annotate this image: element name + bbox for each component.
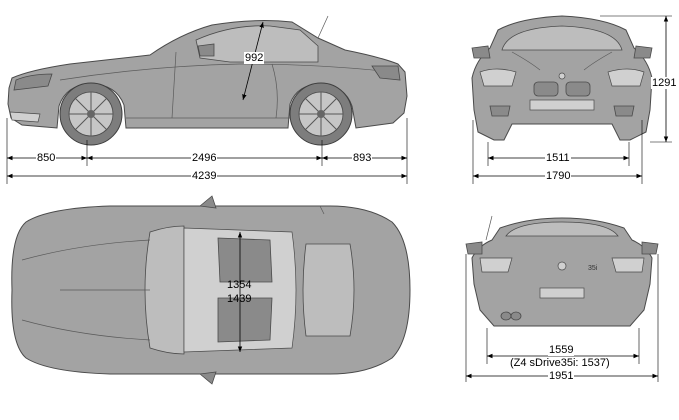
- rear-mirror-left: [465, 241, 483, 255]
- dim-label-interior-length-b: 1439: [227, 293, 252, 305]
- top-seat-right: [217, 297, 273, 343]
- top-hood-lines: [21, 239, 151, 341]
- front-view: [471, 15, 672, 184]
- dim-label-width-mirrors: 1951: [548, 370, 575, 382]
- side-mirror: [197, 43, 215, 57]
- side-front-bumper-strip: [9, 111, 41, 123]
- front-kidney-grille-right: [565, 81, 591, 97]
- side-antenna: [317, 15, 329, 39]
- dim-label-side-height-diag: 992: [244, 52, 265, 64]
- rear-antenna: [485, 215, 493, 241]
- dim-label-overall-height: 1291: [651, 77, 678, 89]
- rear-exhaust-left: [500, 311, 512, 321]
- dim-label-interior-length-a: 1354: [227, 279, 252, 291]
- rear-plate: [539, 287, 585, 299]
- front-fog-right: [613, 105, 635, 117]
- front-headlight-left: [479, 68, 517, 87]
- front-mirror-left: [471, 45, 491, 59]
- front-fog-left: [489, 105, 511, 117]
- front-kidney-grille-left: [533, 81, 559, 97]
- dim-label-overall-width: 1790: [545, 170, 572, 182]
- rear-window: [505, 221, 619, 237]
- front-badge: [558, 72, 566, 80]
- side-door: [171, 51, 278, 119]
- rear-exhaust-right: [510, 311, 522, 321]
- top-windscreen: [144, 225, 185, 355]
- rear-light-right: [611, 257, 645, 273]
- dim-label-rear-track: 1559: [548, 344, 575, 356]
- front-windscreen: [501, 25, 623, 51]
- side-rear-wheel: [289, 82, 353, 146]
- front-hood-crease: [511, 51, 613, 71]
- rear-badge: [557, 261, 567, 271]
- rear-model-badge: 35i: [588, 265, 598, 272]
- side-rear-light: [371, 65, 401, 81]
- rear-view: 35i: [465, 215, 659, 382]
- side-headlight: [13, 73, 53, 91]
- front-lower-intake: [529, 99, 595, 111]
- top-view: [11, 195, 411, 385]
- front-headlight-right: [607, 68, 645, 87]
- rear-light-left: [479, 257, 513, 273]
- dim-label-front-overhang: 850: [36, 152, 57, 164]
- rear-mirror-right: [641, 241, 659, 255]
- top-rear-deck: [302, 243, 355, 337]
- front-mirror-right: [633, 45, 653, 59]
- dim-label-front-track: 1511: [545, 152, 571, 164]
- dim-label-rear-track-note: (Z4 sDrive35i: 1537): [509, 357, 611, 369]
- dim-label-rear-overhang: 893: [352, 152, 373, 164]
- dim-label-overall-length: 4239: [191, 170, 218, 182]
- dim-label-wheelbase: 2496: [191, 152, 218, 164]
- top-mirror-right: [199, 371, 217, 385]
- top-antenna: [319, 205, 325, 215]
- side-view: [6, 15, 408, 184]
- side-beltline: [59, 63, 393, 81]
- top-seat-left: [217, 237, 273, 283]
- top-mirror-left: [199, 195, 217, 209]
- side-front-wheel: [59, 82, 123, 146]
